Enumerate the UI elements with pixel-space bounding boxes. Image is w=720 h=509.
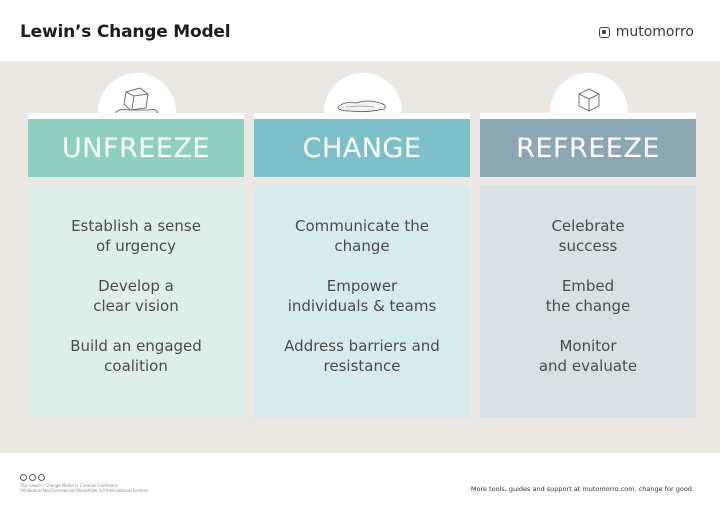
water-puddle-icon xyxy=(337,100,386,113)
stage-step: Establish a sense of urgency xyxy=(71,217,201,255)
stage-header-refreeze: REFREEZE xyxy=(480,113,696,177)
melting-ice-cube-icon xyxy=(115,87,159,115)
stage-header-unfreeze: UNFREEZE xyxy=(28,113,244,177)
license-note: This Lewin's Change Model is Creative Co… xyxy=(20,474,148,493)
stage-body-change: Communicate the change Empower individua… xyxy=(254,186,470,418)
stage-header-change: CHANGE xyxy=(254,113,470,177)
brand-name: mutomorro xyxy=(615,24,694,40)
stage-step: Monitor and evaluate xyxy=(538,337,638,375)
license-line: This Lewin's Change Model is Creative Co… xyxy=(20,483,118,488)
page-title: Lewin’s Change Model xyxy=(20,22,231,42)
stage-body-refreeze: Celebrate success Embed the change Monit… xyxy=(480,186,696,418)
creative-commons-icon xyxy=(20,474,148,481)
stage-step: Celebrate success xyxy=(551,217,625,255)
stage-label: REFREEZE xyxy=(516,132,660,164)
stage-step: Build an engaged coalition xyxy=(70,337,202,375)
footer-more-link[interactable]: More tools, guides and support at mutomo… xyxy=(470,485,694,493)
stage-label: CHANGE xyxy=(302,132,422,164)
stage-step: Communicate the change xyxy=(295,217,429,255)
license-line: Attribution-NonCommercial-ShareAlike 4.0… xyxy=(20,488,149,493)
stage-step: Address barriers and resistance xyxy=(284,337,440,375)
stage-step: Develop a clear vision xyxy=(93,277,179,315)
ice-cube-icon xyxy=(578,88,600,112)
brand-logo[interactable]: mutomorro xyxy=(598,24,694,40)
stage-step: Empower individuals & teams xyxy=(287,277,437,315)
stage-body-unfreeze: Establish a sense of urgency Develop a c… xyxy=(28,186,244,418)
brand-icon xyxy=(598,26,610,38)
stage-step: Embed the change xyxy=(545,277,631,315)
stage-label: UNFREEZE xyxy=(62,132,210,164)
